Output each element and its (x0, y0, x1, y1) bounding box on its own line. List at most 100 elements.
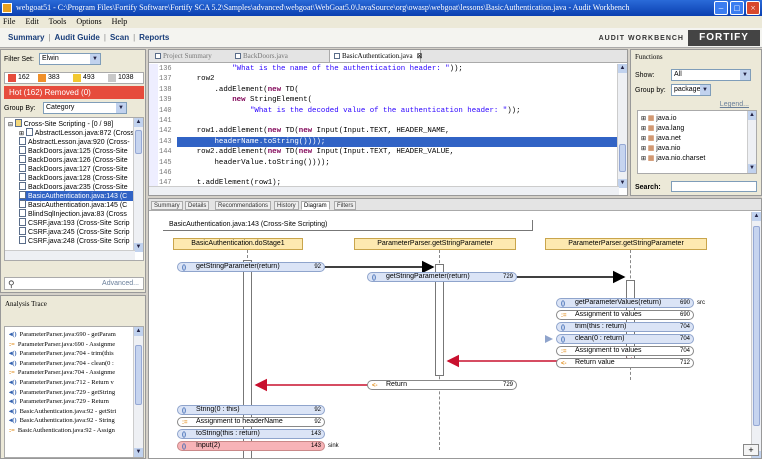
maximize-button[interactable]: □ (730, 1, 744, 15)
code-line: .addElement(new TD( (179, 85, 299, 94)
tab-diagram[interactable]: Diagram (301, 201, 330, 210)
code-area[interactable]: 136 "What is the name of the authenticat… (149, 64, 619, 188)
issue-icon (19, 209, 26, 217)
close-button[interactable]: × (746, 1, 760, 15)
functions-search-input[interactable] (671, 181, 757, 192)
trace-item[interactable]: ◂()BasicAuthentication.java:92 - String (9, 417, 115, 425)
expand-button[interactable]: + (743, 444, 759, 456)
trace-scrollbar[interactable]: ▲ ▼ (133, 327, 143, 457)
group-by-select[interactable]: Category ▼ (43, 102, 127, 114)
diagram-node[interactable]: ()Input(2)143 (177, 441, 325, 451)
tab-project-summary[interactable]: Project Summary (155, 50, 212, 62)
menu-edit[interactable]: Edit (25, 17, 39, 26)
diagram-node[interactable]: ()getStringParameter(return)729 (367, 272, 517, 282)
menu-file[interactable]: File (3, 17, 16, 26)
issue-tree-item[interactable]: AbstractLesson.java:920 (Cross- (19, 137, 135, 147)
line-number: 139 (159, 96, 172, 105)
issue-tree-item[interactable]: CSRF.java:248 (Cross-Site Scrip (19, 236, 135, 246)
trace-item[interactable]: ◂()ParameterParser.java:690 - getParam (9, 331, 116, 338)
trace-item[interactable]: :=ParameterParser.java:704 - Assignme (9, 369, 116, 377)
summary-link[interactable]: Summary (8, 33, 45, 42)
expand-icon[interactable]: ⊞ (641, 156, 648, 162)
tab-summary[interactable]: Summary (151, 201, 183, 210)
tab-backdoors[interactable]: BackDoors.java (235, 50, 288, 62)
issue-tree-item[interactable]: CSRF.java:245 (Cross-Site Scrip (19, 227, 135, 237)
diagram-vscrollbar[interactable]: ▲ ▼ (751, 212, 761, 458)
issue-tree-item[interactable]: BasicAuthentication.java:143 (C (19, 191, 135, 201)
issue-tree-item[interactable]: BackDoors.java:126 (Cross-Site (19, 155, 135, 165)
critical-count[interactable]: 162 (7, 73, 30, 83)
tab-basic-authentication[interactable]: BasicAuthentication.java⊠ (329, 50, 423, 62)
trace-item[interactable]: :=ParameterParser.java:690 - Assignme (9, 340, 116, 348)
issue-tree-item[interactable]: BackDoors.java:125 (Cross-Site (19, 146, 135, 156)
diagram-node[interactable]: ()trim(this : return)704 (556, 322, 694, 332)
trace-item[interactable]: ◂()BasicAuthentication.java:92 - getStri (9, 407, 117, 415)
medium-count[interactable]: 493 (72, 73, 95, 83)
menu-tools[interactable]: Tools (48, 17, 67, 26)
editor-vscrollbar[interactable]: ▲ ▼ (617, 64, 627, 188)
low-count[interactable]: 1038 (107, 73, 134, 83)
reports-link[interactable]: Reports (139, 33, 170, 42)
search-icon: ⚲ (8, 279, 15, 289)
high-count[interactable]: 383 (37, 73, 60, 83)
issues-panel: Filter Set: Elwin ▼ 162 383 493 1038 Hot… (0, 49, 146, 293)
trace-item[interactable]: ◂()ParameterParser.java:729 - Return (9, 398, 109, 406)
functions-scrollbar[interactable]: ▲ ▼ (747, 111, 756, 173)
issue-tree-item[interactable]: BackDoors.java:235 (Cross-Site (19, 182, 135, 192)
issue-tree-item[interactable]: BasicAuthentication.java:145 (C (19, 200, 135, 210)
filter-set-select[interactable]: Elwin ▼ (39, 53, 101, 65)
trace-item[interactable]: ◂()ParameterParser.java:729 - getString (9, 388, 116, 396)
issue-tree-item[interactable]: BackDoors.java:128 (Cross-Site (19, 173, 135, 183)
diagram-node[interactable]: ()clean(0 : return)704 (556, 334, 694, 344)
trace-item[interactable]: ◂()ParameterParser.java:712 - Return v (9, 379, 114, 386)
diagram-node[interactable]: ()String(0 : this)92 (177, 405, 325, 415)
tab-recommendations[interactable]: Recommendations (215, 201, 272, 210)
diagram-node[interactable]: ()toString(this : return)143 (177, 429, 325, 439)
issue-tree-item[interactable]: BlindSqlInjection.java:83 (Cross (19, 209, 135, 219)
diagram-node[interactable]: ()getParameterValues(return)690 (556, 298, 694, 308)
tree-hscrollbar[interactable] (5, 250, 135, 260)
diagram-node[interactable]: ()getStringParameter(return)92 (177, 262, 325, 272)
diagram-title: BasicAuthentication.java:143 (Cross-Site… (163, 220, 533, 231)
activation-basic-authentication (243, 260, 252, 458)
menu-help[interactable]: Help (111, 17, 128, 26)
package-tree-item[interactable]: ⊞ ▦ java.io (641, 115, 677, 122)
issue-tree-item[interactable]: CSRF.java:193 (Cross-Site Scrip (19, 218, 135, 228)
show-select[interactable]: All ▼ (671, 69, 751, 81)
issue-tree-item[interactable]: ⊞ AbstractLesson.java:872 (Cross- (19, 128, 135, 137)
package-tree-item[interactable]: ⊞ ▦ java.lang (641, 125, 685, 132)
package-tree-item[interactable]: ⊞ ▦ java.nio.charset (641, 155, 706, 162)
editor-hscrollbar[interactable] (149, 186, 619, 195)
menu-options[interactable]: Options (76, 17, 102, 26)
scan-link[interactable]: Scan (109, 33, 130, 42)
tab-filters[interactable]: Filters (334, 201, 357, 210)
issue-tree-item[interactable]: BackDoors.java:127 (Cross-Site (19, 164, 135, 174)
trace-step-icon: ◂() (9, 359, 17, 367)
trace-item[interactable]: ◂()ParameterParser.java:704 - trim(this (9, 350, 114, 358)
expand-icon[interactable]: ⊞ (641, 116, 648, 122)
expand-icon[interactable]: ⊞ (641, 126, 648, 132)
group-by-package-select[interactable]: package ▼ (671, 84, 711, 96)
close-tab-icon[interactable]: ⊠ (416, 52, 423, 60)
trace-item[interactable]: ◂()ParameterParser.java:704 - clean(0 : (9, 359, 114, 367)
package-tree-item[interactable]: ⊞ ▦ java.nio (641, 145, 681, 152)
expand-icon[interactable]: ⊞ (641, 136, 648, 142)
tab-details[interactable]: Details (185, 201, 210, 210)
trace-step-icon: ◂() (9, 407, 17, 415)
tree-scrollbar[interactable]: ▲ ▼ (133, 118, 143, 252)
tab-history[interactable]: History (274, 201, 299, 210)
package-tree-item[interactable]: ⊞ ▦ java.net (641, 135, 681, 142)
minimize-button[interactable]: – (714, 1, 728, 15)
legend-link[interactable]: Legend... (719, 101, 749, 108)
tree-root-category[interactable]: ⊟ Cross-Site Scripting - [0 / 98] (8, 119, 114, 128)
trace-item[interactable]: :=BasicAuthentication.java:92 - Assign (9, 427, 115, 434)
expand-icon[interactable]: ⊞ (641, 146, 648, 152)
advanced-search-link[interactable]: Advanced... (102, 280, 139, 287)
audit-guide-link[interactable]: Audit Guide (54, 33, 100, 42)
